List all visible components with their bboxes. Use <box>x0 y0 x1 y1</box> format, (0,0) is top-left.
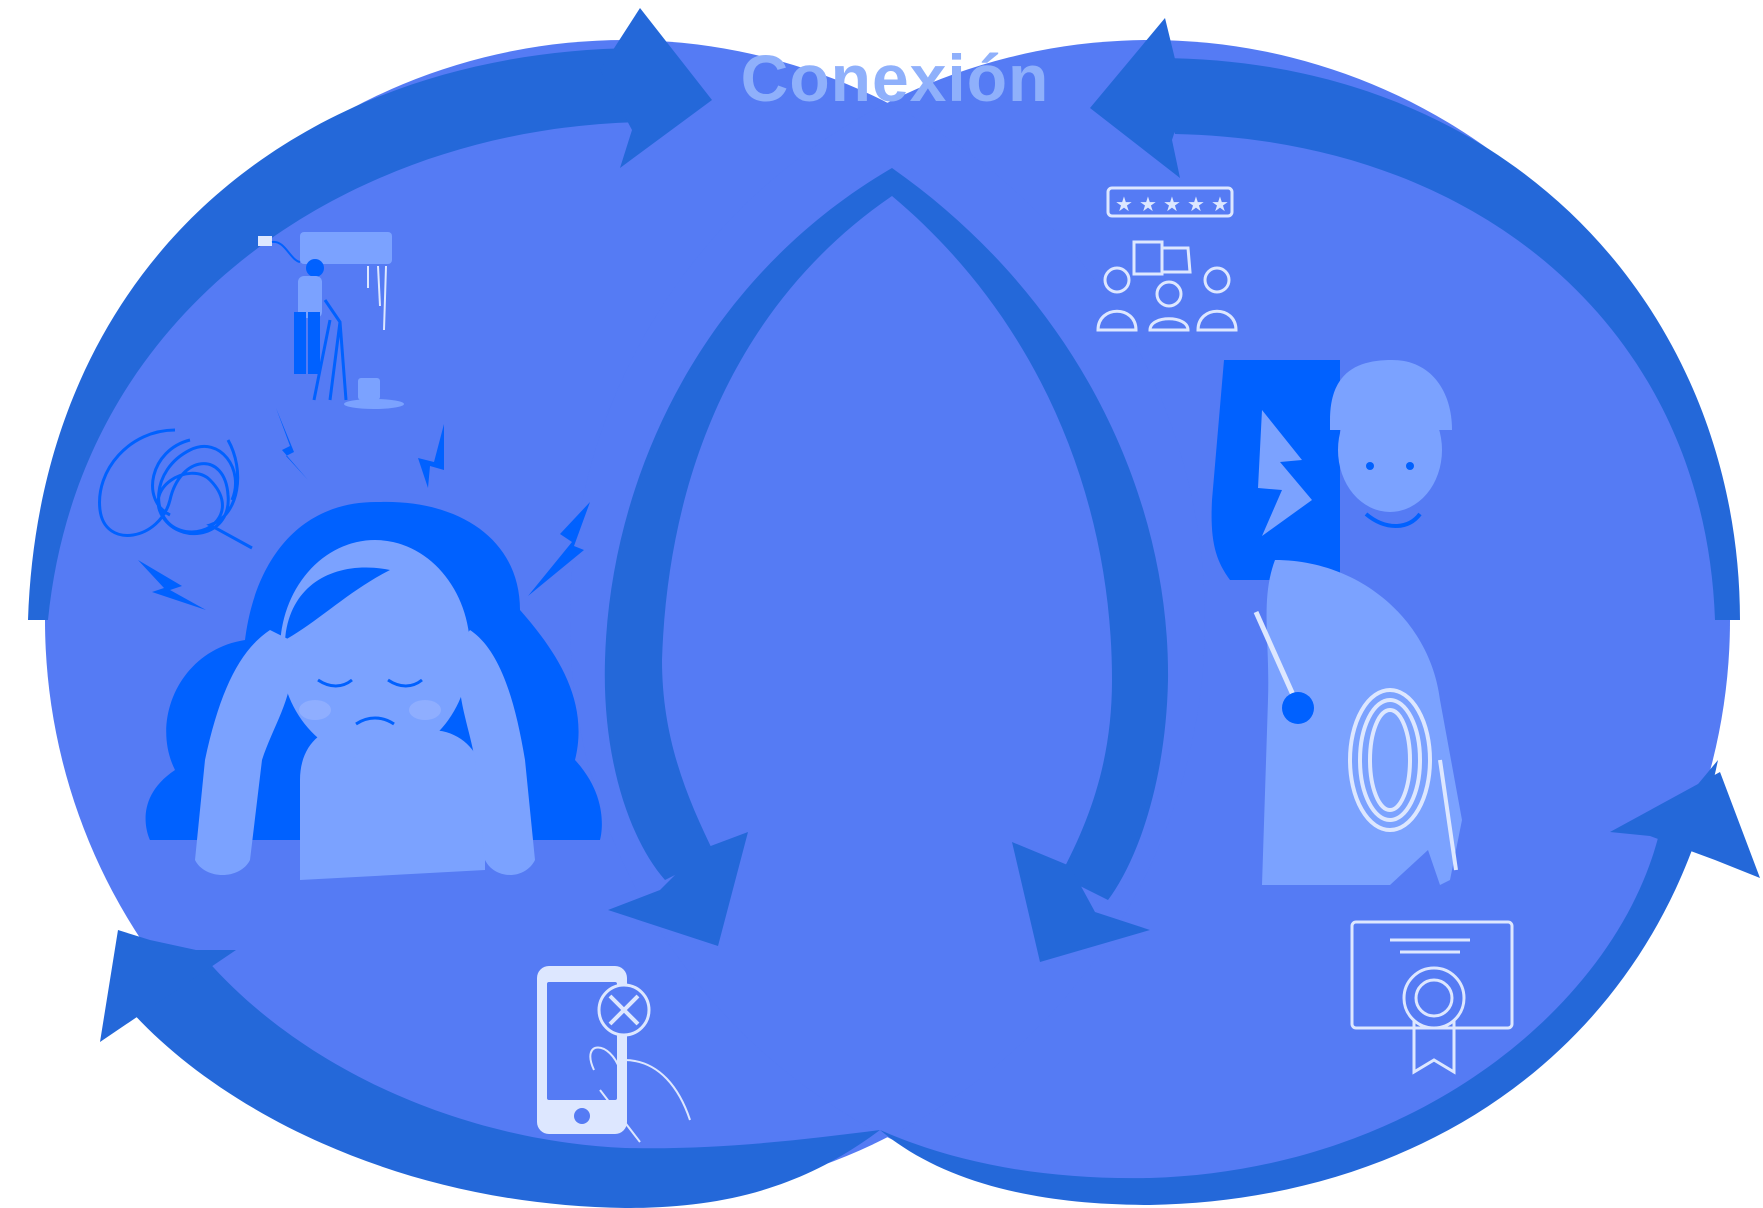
bolt-icon <box>138 560 206 610</box>
outer-arc-top-right <box>1160 58 1740 620</box>
phone-repair-app-icon <box>537 966 691 1143</box>
outer-arc-bottom-right <box>880 760 1718 1205</box>
svg-text:★: ★ <box>1163 192 1181 216</box>
svg-text:★: ★ <box>1115 192 1133 216</box>
smiling-electrician-illustration <box>1211 360 1462 885</box>
arrowhead-inner-left <box>608 832 748 946</box>
arrowhead-top-right <box>1090 18 1185 178</box>
diagram-title: Conexión <box>740 41 1050 115</box>
five-star-rating-icon: ★ ★ ★ ★ ★ <box>1096 186 1238 332</box>
arrowhead-bottom-right <box>1610 772 1760 878</box>
svg-text:★: ★ <box>1139 192 1157 216</box>
svg-text:★: ★ <box>1211 192 1229 216</box>
lightning-stress-bolts <box>138 408 590 610</box>
arrowhead-bottom-left <box>100 930 236 1042</box>
bolt-icon <box>528 502 590 596</box>
certificate-icon <box>1350 920 1514 1075</box>
leaking-ac-repair-illustration <box>258 232 404 409</box>
outer-arc-bottom-left <box>130 952 880 1208</box>
inner-arc-left <box>604 168 892 880</box>
bolt-icon <box>418 424 444 488</box>
inner-arc-right <box>892 168 1169 900</box>
tangled-thoughts-scribble <box>98 428 253 550</box>
arrowhead-inner-right <box>1012 842 1150 962</box>
svg-text:★: ★ <box>1187 192 1205 216</box>
stressed-woman-illustration <box>145 501 602 880</box>
arrowhead-top-left <box>600 8 712 168</box>
cable-reel <box>1348 688 1458 871</box>
outer-arc-top-left <box>28 48 640 620</box>
